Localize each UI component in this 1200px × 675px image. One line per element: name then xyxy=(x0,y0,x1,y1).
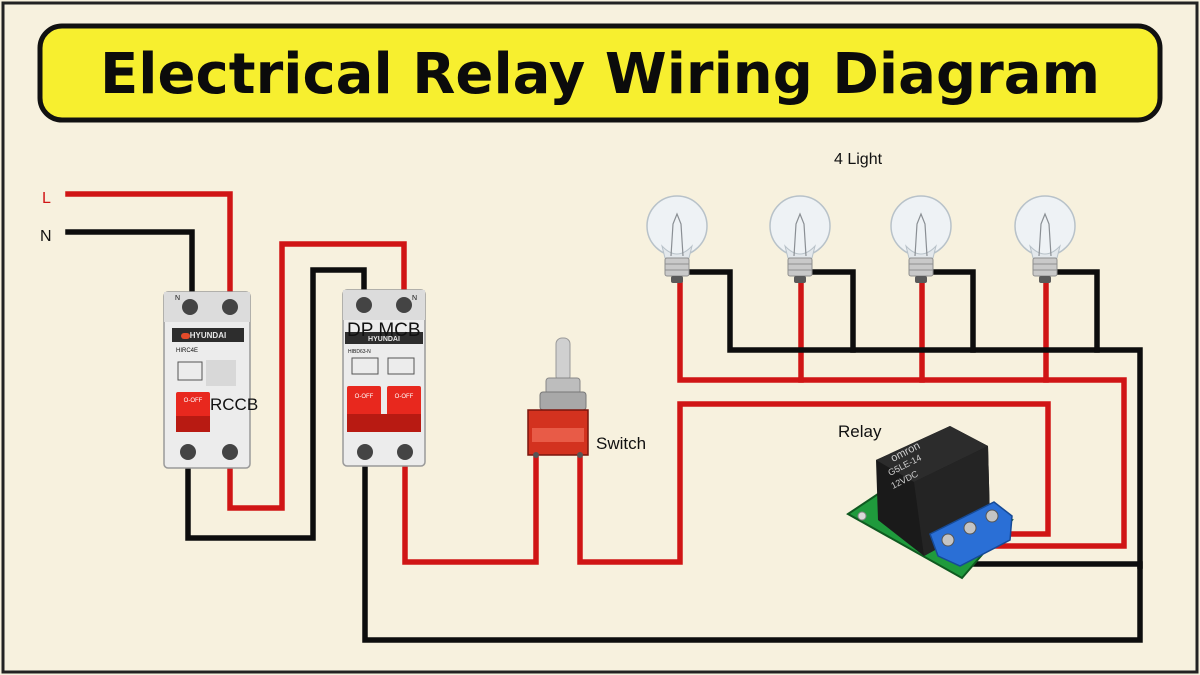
mcb-icon: N HYUNDAI HIBD63-N O-OFF O-OFF xyxy=(342,289,426,467)
title-banner: Electrical Relay Wiring Diagram xyxy=(37,23,1163,123)
label-switch: Switch xyxy=(596,434,646,453)
rccb-n-mark: N xyxy=(175,295,180,302)
wires xyxy=(65,191,1143,643)
mcb-terminal-out-1 xyxy=(357,444,373,460)
wire-lamp4-neutral xyxy=(1053,269,1100,353)
toggle-switch-icon xyxy=(527,337,589,458)
rccb-terminal-in-n xyxy=(182,299,198,315)
wire-lamp3-neutral xyxy=(929,269,976,353)
mcb-n-mark: N xyxy=(412,295,417,302)
wire-neutral-return xyxy=(362,455,1143,643)
wire-lamp-live-bus xyxy=(677,279,1127,549)
rccb-terminal-in-l xyxy=(222,299,238,315)
wire-mcb-switch xyxy=(402,452,539,565)
relay-module-icon: omron G5LE-14 12VDC xyxy=(846,426,1014,580)
light-bulb-icon xyxy=(646,195,708,283)
wire-switch-relay xyxy=(577,401,1051,565)
mcb-terminal-in-2 xyxy=(396,297,412,313)
label-rccb: RCCB xyxy=(210,395,258,414)
mcb-model: HIBD63-N xyxy=(348,349,371,355)
label-line: L xyxy=(42,190,51,207)
rccb-terminal-out-n xyxy=(180,444,196,460)
light-bulb-icon xyxy=(890,195,952,283)
rccb-brand: HYUNDAI xyxy=(190,331,226,340)
rccb-icon: N HYUNDAI HIRC4E O-OFF xyxy=(163,291,251,469)
label-neutral: N xyxy=(40,228,52,245)
wire-neutral-supply xyxy=(65,229,195,303)
light-bulbs xyxy=(646,195,1076,283)
light-bulb-icon xyxy=(1014,195,1076,283)
mcb-brand: HYUNDAI xyxy=(368,336,400,343)
mcb-handle-text-1: O-OFF xyxy=(355,394,374,400)
rccb-terminal-out-l xyxy=(222,444,238,460)
label-relay: Relay xyxy=(838,422,882,441)
page-title: Electrical Relay Wiring Diagram xyxy=(100,42,1100,107)
rccb-model: HIRC4E xyxy=(176,348,198,354)
mcb-handle-text-2: O-OFF xyxy=(395,394,414,400)
label-mcb: DP MCB xyxy=(347,320,421,341)
label-lights: 4 Light xyxy=(834,151,883,168)
rccb-handle-text: O-OFF xyxy=(184,398,203,404)
wire-line-supply xyxy=(65,191,233,303)
wire-rccb-mcb-live xyxy=(227,241,407,511)
wire-rccb-mcb-neutral xyxy=(185,267,367,541)
wire-lamp2-neutral xyxy=(809,269,856,353)
wire-lamp-neutral-bus xyxy=(687,269,1143,569)
title-bar xyxy=(37,23,1163,123)
mcb-terminal-in-1 xyxy=(356,297,372,313)
mcb-terminal-out-2 xyxy=(397,444,413,460)
light-bulb-icon xyxy=(769,195,831,283)
